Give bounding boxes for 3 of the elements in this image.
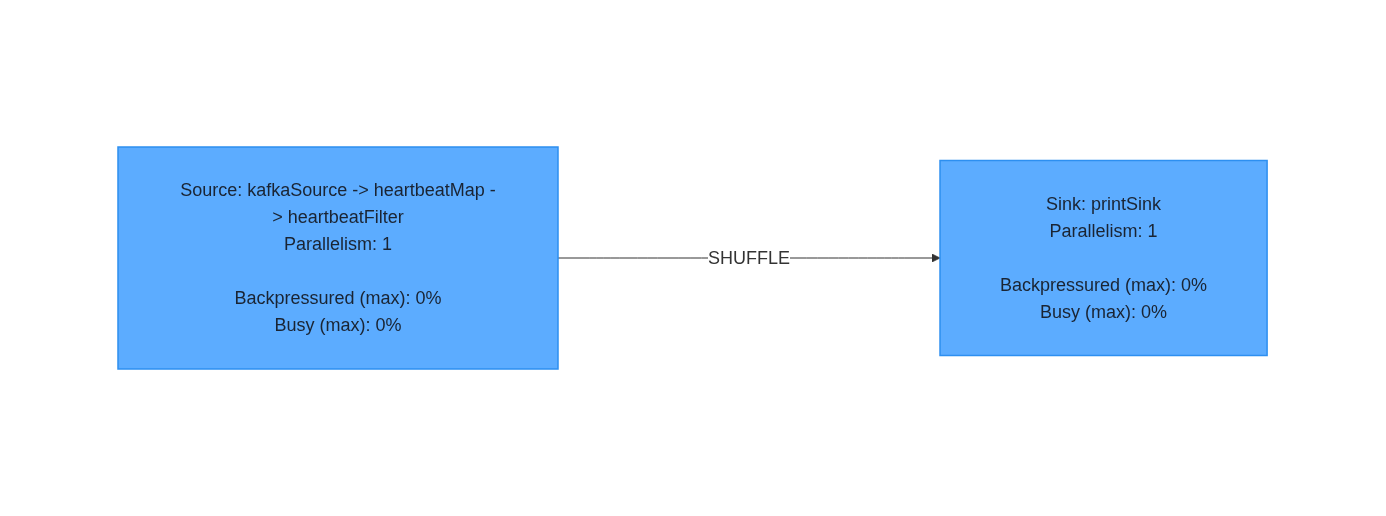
node-box: Sink: printSink Parallelism: 1 Backpressured (max): 0% Busy (max): 0% xyxy=(939,159,1269,357)
edge-label: SHUFFLE xyxy=(708,247,791,268)
node-box: Source: kafkaSource -> heartbeatMap -> heartbeatFilter Parallelism: 1 Backpressured (max): 0% Busy (max): 0% xyxy=(117,146,560,370)
